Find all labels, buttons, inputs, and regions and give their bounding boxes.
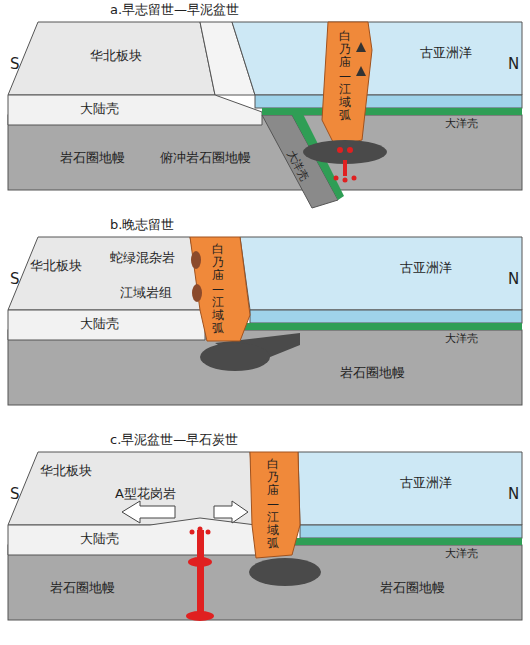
- arc-label: 白乃庙—江域弧: [267, 458, 279, 550]
- panel-b: [8, 237, 522, 405]
- layer-label: 俯冲岩石圈地幔: [160, 150, 251, 166]
- panel-title: a.早志留世—早泥盆世: [110, 2, 239, 18]
- layer-label: 大洋壳: [445, 332, 478, 345]
- direction-label: S: [10, 485, 20, 503]
- granite-label: A型花岗岩: [115, 486, 176, 502]
- panel-title: c.早泥盆世—早石炭世: [110, 432, 238, 448]
- direction-label: S: [10, 270, 20, 288]
- direction-label: S: [10, 55, 20, 73]
- panel-c: [8, 452, 522, 621]
- panel-a: [8, 22, 522, 208]
- layer-label: 岩石圈地幔: [60, 150, 125, 166]
- ocean-label: 古亚洲洋: [400, 260, 452, 276]
- layer-label: 大陆壳: [80, 531, 119, 547]
- rock-label: 蛇绿混杂岩: [110, 250, 175, 266]
- ocean-label: 古亚洲洋: [400, 475, 452, 491]
- direction-label: N: [508, 270, 519, 288]
- layer-label: 大洋壳: [445, 117, 478, 130]
- layer-label: 大陆壳: [80, 101, 119, 117]
- plate-label: 华北板块: [30, 258, 82, 274]
- plate-label: 华北板块: [90, 48, 142, 64]
- layer-label: 岩石圈地幔: [380, 580, 445, 596]
- layer-label: 岩石圈地幔: [50, 580, 115, 596]
- rock-label: 江域岩组: [120, 285, 172, 301]
- panel-title: b.晚志留世: [110, 217, 174, 233]
- arc-label: 白乃庙—江域弧: [212, 243, 224, 335]
- layer-label: 大洋壳: [445, 547, 478, 560]
- arc-label: 白乃庙—江域弧: [339, 30, 351, 122]
- layer-label: 大陆壳: [80, 316, 119, 332]
- direction-label: N: [508, 55, 519, 73]
- ocean-label: 古亚洲洋: [420, 45, 472, 61]
- plate-label: 华北板块: [40, 463, 92, 479]
- direction-label: N: [508, 485, 519, 503]
- layer-label: 岩石圈地幔: [340, 365, 405, 381]
